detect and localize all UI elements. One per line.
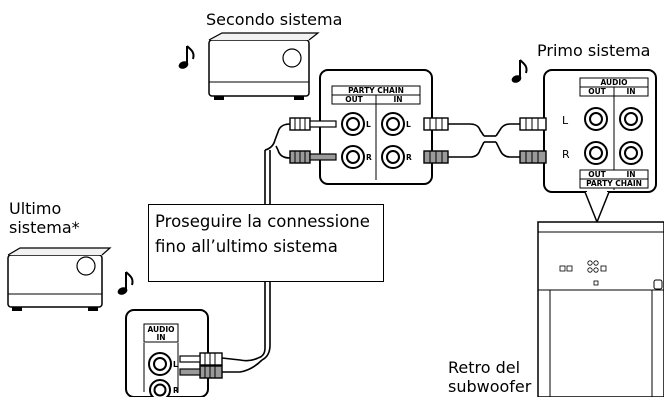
second-system-unit: [208, 32, 320, 100]
first-system-label: Primo sistema: [537, 41, 651, 60]
music-note-icon: [117, 271, 134, 295]
jack-icon: [619, 107, 643, 131]
rca-plug-icon: [179, 365, 223, 379]
left-label: L: [366, 120, 371, 129]
rca-plug-icon: [179, 352, 223, 366]
in-label: IN: [393, 95, 402, 104]
instruction-callout: Proseguire la connessione fino all’ultim…: [148, 204, 384, 282]
audio-label: AUDIO: [600, 78, 627, 87]
jack-icon: [619, 141, 643, 165]
rca-plug-icon: [519, 117, 547, 131]
rca-plug-icon: [423, 117, 449, 131]
party-chain-title: PARTY CHAIN: [586, 179, 642, 188]
left-label: L: [562, 114, 569, 127]
in-label: IN: [626, 170, 635, 179]
left-label: L: [406, 120, 411, 129]
jack-icon: [381, 112, 405, 136]
right-label: R: [366, 153, 372, 162]
out-label: OUT: [345, 95, 363, 104]
rca-plug-icon: [289, 117, 337, 131]
last-system-label-line2: sistema*: [9, 218, 80, 237]
audio-label: AUDIO: [147, 325, 174, 334]
rca-plug-icon: [423, 150, 449, 164]
out-label: OUT: [588, 170, 606, 179]
jack-icon: [149, 379, 171, 397]
out-label: OUT: [588, 87, 606, 96]
subwoofer-unit: [537, 221, 664, 397]
last-system-label-line1: Ultimo: [9, 199, 62, 218]
party-chain-panel-second: PARTY CHAIN OUT IN L L R R: [319, 69, 433, 185]
jack-icon: [584, 107, 608, 131]
cables: [221, 123, 520, 373]
last-system-unit: [7, 247, 112, 311]
in-label: IN: [626, 87, 635, 96]
jack-icon: [584, 141, 608, 165]
jack-icon: [148, 352, 172, 376]
rca-plug-icon: [289, 150, 337, 164]
rca-plug-icon: [519, 150, 547, 164]
jack-icon: [341, 112, 365, 136]
second-system-label: Secondo sistema: [206, 10, 343, 29]
subwoofer-label-line1: Retro del: [448, 358, 521, 377]
music-note-icon: [511, 59, 528, 83]
in-label: IN: [156, 333, 165, 342]
callout-line1: Proseguire la connessione: [155, 212, 370, 231]
party-chain-title: PARTY CHAIN: [348, 86, 404, 95]
first-system-panel: AUDIO OUT IN L R OUT IN PARTY CHAIN: [543, 69, 657, 193]
left-label: L: [173, 360, 178, 369]
right-label: R: [173, 386, 179, 395]
jack-icon: [381, 145, 405, 169]
music-note-icon: [178, 45, 195, 69]
right-label: R: [562, 148, 570, 161]
last-system-panel: AUDIO IN L R: [125, 309, 209, 397]
subwoofer-label-line2: subwoofer: [448, 377, 532, 396]
callout-line2: fino all’ultimo sistema: [155, 237, 338, 256]
jack-icon: [341, 145, 365, 169]
right-label: R: [406, 153, 412, 162]
